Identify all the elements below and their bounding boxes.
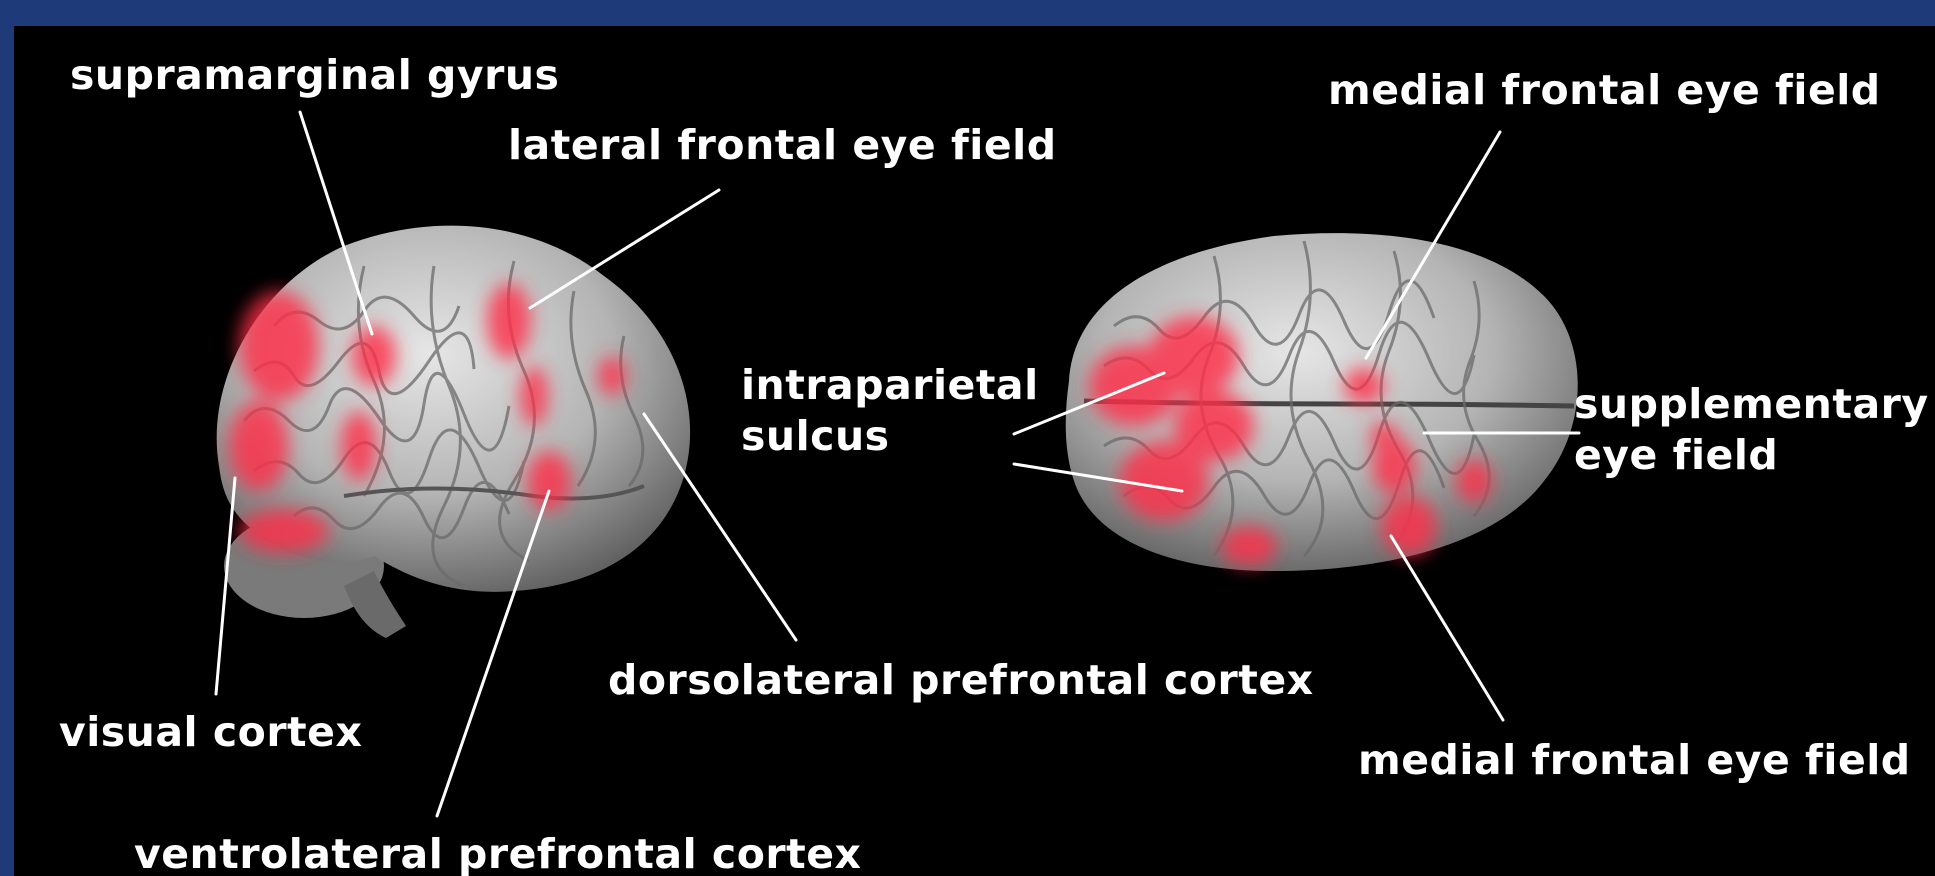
top-frame-bar [0, 0, 1935, 26]
label-supramarginal-gyrus: supramarginal gyrus [70, 51, 559, 99]
dorsal-brain-view [1066, 233, 1578, 571]
lateral-brain-view [217, 226, 690, 638]
label-intraparietal-sulcus-line2: sulcus [741, 412, 890, 460]
label-supplementary-eye-field-line2: eye field [1574, 431, 1778, 479]
label-ventrolateral-prefrontal-cortex: ventrolateral prefrontal cortex [134, 830, 861, 876]
label-lateral-frontal-eye-field: lateral frontal eye field [508, 121, 1057, 169]
label-medial-frontal-eye-field-top: medial frontal eye field [1328, 66, 1881, 114]
label-dorsolateral-prefrontal-cortex: dorsolateral prefrontal cortex [608, 656, 1314, 704]
leader-medial-frontal-eye-field-bottom [1391, 536, 1503, 720]
label-supplementary-eye-field-line1: supplementary [1574, 380, 1929, 428]
label-intraparietal-sulcus-line1: intraparietal [741, 361, 1039, 409]
label-medial-frontal-eye-field-bottom: medial frontal eye field [1358, 736, 1911, 784]
label-visual-cortex: visual cortex [59, 708, 362, 756]
figure-canvas: supramarginal gyrus lateral frontal eye … [14, 26, 1935, 876]
